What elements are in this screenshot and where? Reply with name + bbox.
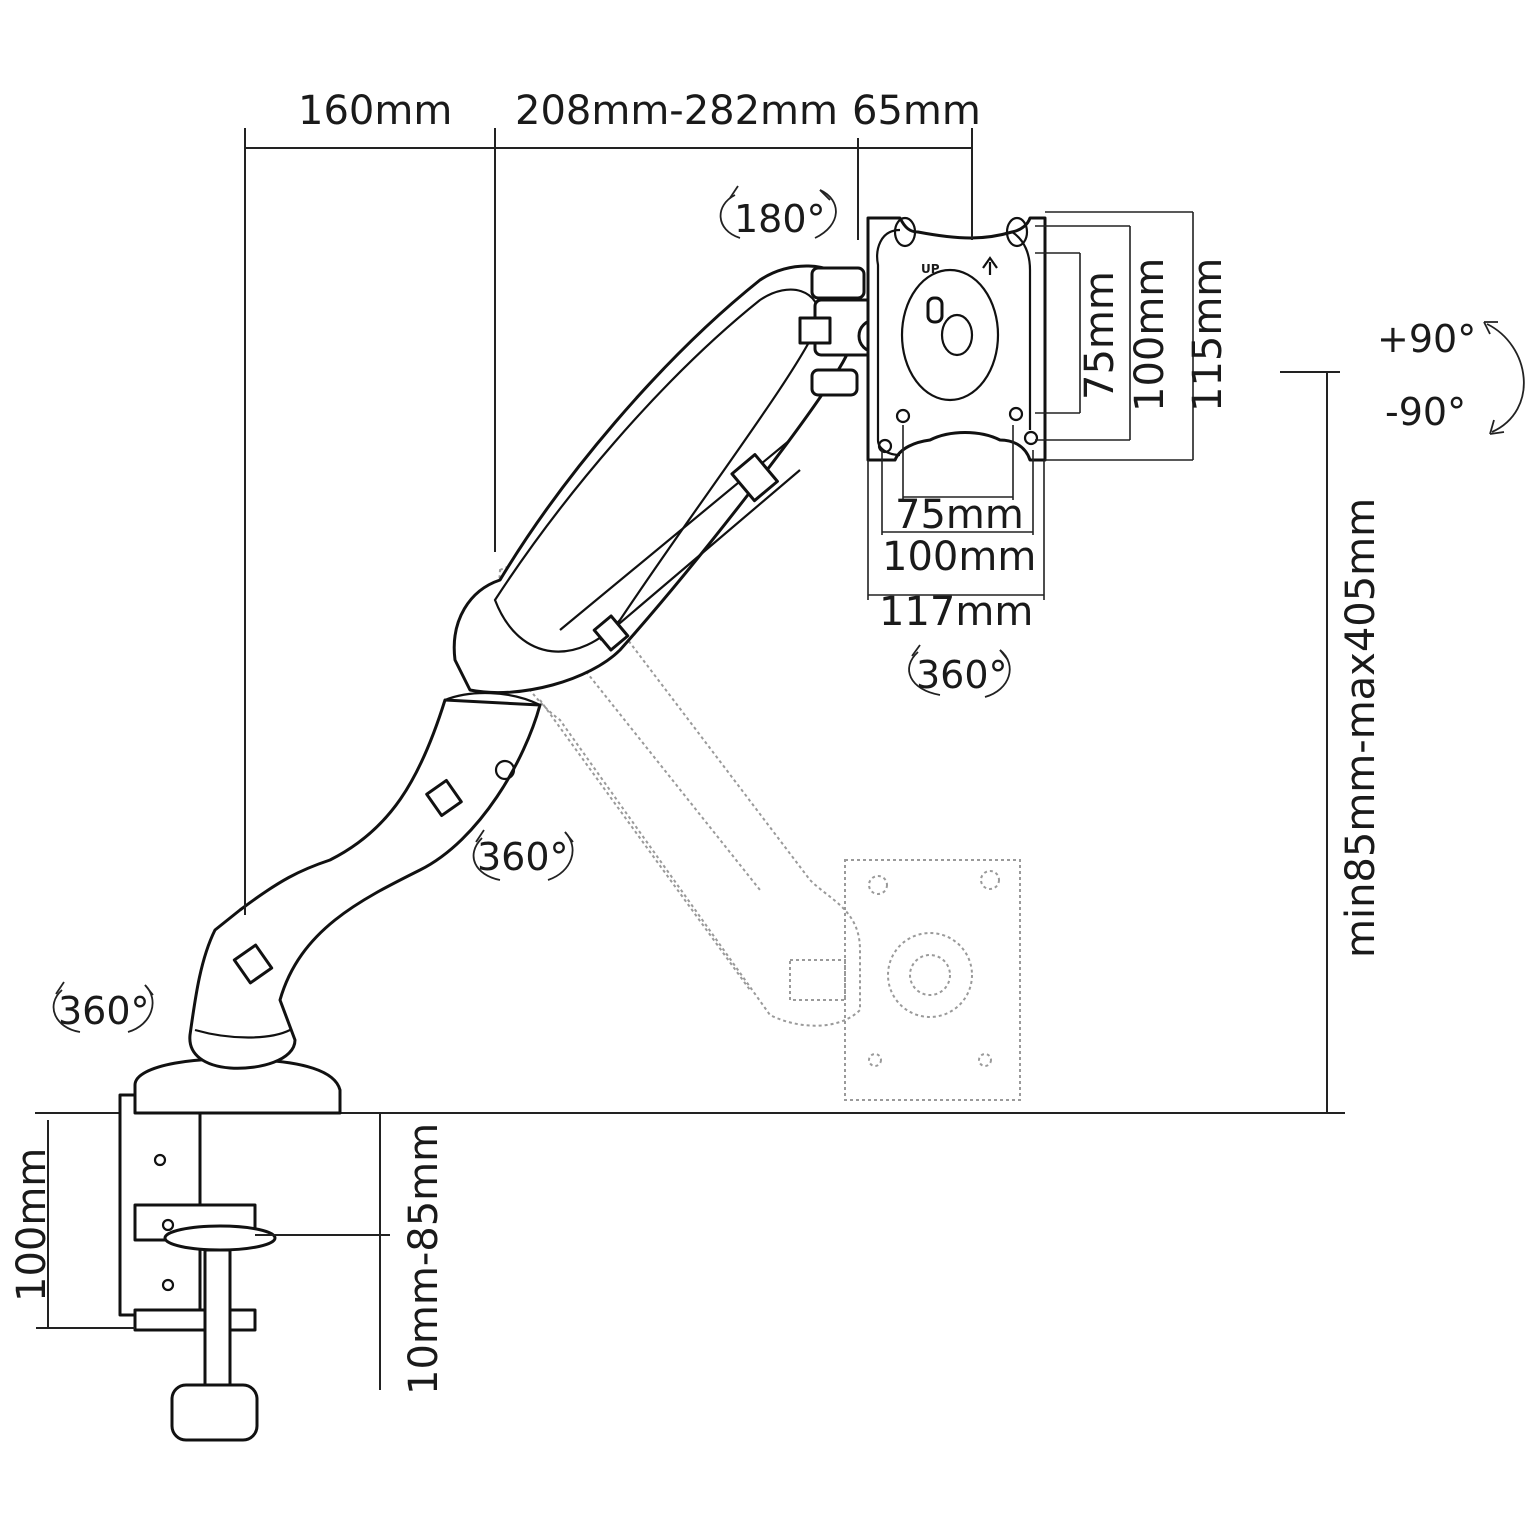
tilt-up-label: +90°	[1377, 317, 1476, 361]
vesa-plate: UP	[866, 216, 1047, 462]
desk-thickness-label: 10mm-85mm	[401, 1123, 447, 1395]
clamp-depth-label: 100mm	[9, 1148, 55, 1302]
desk-clamp	[118, 1093, 277, 1442]
plate-height-label: 115mm	[1185, 258, 1231, 412]
vesa-h-100-label: 100mm	[882, 534, 1036, 580]
tilt-down-label: -90°	[1385, 390, 1466, 434]
head-tilt-rotation: 180°	[719, 185, 837, 241]
reach-arm-label: 208mm-282mm	[515, 88, 838, 134]
plate-rotate-rotation: 360°	[908, 644, 1011, 698]
reach-base-label: 160mm	[298, 88, 452, 134]
height-range-label: min85mm-max405mm	[1338, 498, 1384, 958]
arm-swivel-rotation: 360°	[472, 829, 574, 881]
vesa-v-100-label: 100mm	[1127, 258, 1173, 412]
base-swivel-rotation: 360°	[52, 981, 154, 1033]
plate-width-label: 117mm	[879, 589, 1033, 635]
arm-swivel-label: 360°	[477, 835, 569, 879]
base-swivel-label: 360°	[58, 989, 150, 1033]
plate-up-marking: UP	[921, 262, 940, 276]
vesa-h-75-label: 75mm	[895, 492, 1024, 538]
arm-base	[133, 691, 542, 1115]
head-tilt-label: 180°	[734, 197, 826, 241]
tilt-range-rotation: +90° -90°	[1377, 317, 1525, 435]
plate-rotate-label: 360°	[916, 653, 1008, 697]
head-depth-label: 65mm	[852, 88, 981, 134]
dimension-lines	[36, 128, 1340, 1390]
vesa-v-75-label: 75mm	[1077, 271, 1123, 400]
